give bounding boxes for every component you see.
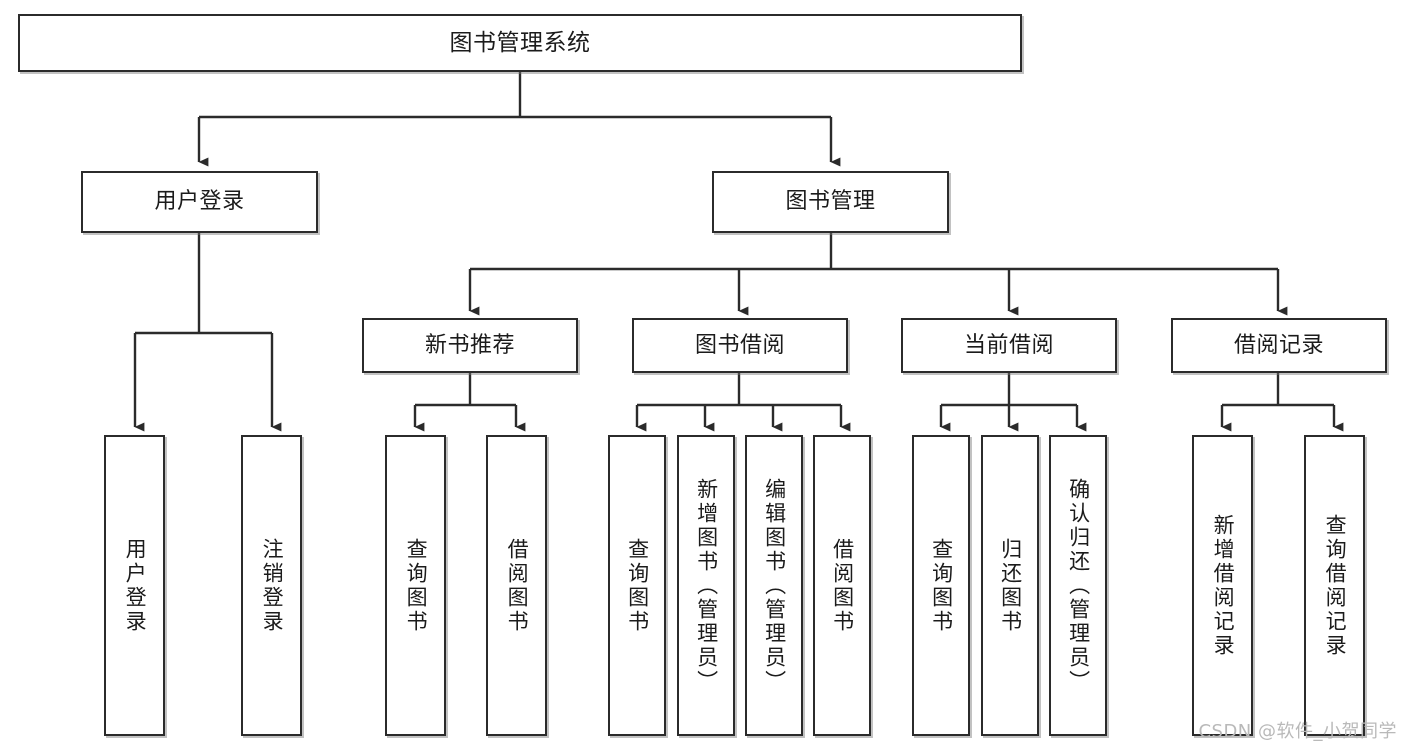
node-root-library-management-system[interactable]: 图书管理系统: [18, 14, 1022, 72]
node-label: 归还图书: [998, 537, 1023, 634]
node-label: 借阅记录: [1233, 332, 1324, 358]
node-borrowing-record[interactable]: 借阅记录: [1171, 318, 1387, 373]
node-label: 借阅图书: [830, 537, 855, 634]
node-leaf-query-book-new-rec[interactable]: 查询图书: [385, 435, 446, 736]
node-label: 查询借阅记录: [1323, 513, 1348, 658]
node-book-management[interactable]: 图书管理: [712, 171, 949, 233]
node-book-borrowing[interactable]: 图书借阅: [632, 318, 848, 373]
node-leaf-borrow-book-new-rec[interactable]: 借阅图书: [486, 435, 547, 736]
node-label: 确认归还（管理员）: [1066, 477, 1091, 694]
node-leaf-query-book-current[interactable]: 查询图书: [912, 435, 970, 736]
node-label: 图书借阅: [694, 332, 785, 358]
node-leaf-confirm-return-admin[interactable]: 确认归还（管理员）: [1049, 435, 1107, 736]
node-label: 当前借阅: [963, 332, 1054, 358]
node-label: 编辑图书（管理员）: [762, 477, 787, 694]
node-label: 新增图书（管理员）: [694, 477, 719, 694]
node-leaf-borrow-book-borrowing[interactable]: 借阅图书: [813, 435, 871, 736]
node-label: 新增借阅记录: [1211, 513, 1236, 658]
node-leaf-query-book-borrowing[interactable]: 查询图书: [608, 435, 666, 736]
node-current-borrowing[interactable]: 当前借阅: [901, 318, 1117, 373]
node-new-book-recommendation[interactable]: 新书推荐: [362, 318, 578, 373]
node-leaf-add-book-admin[interactable]: 新增图书（管理员）: [677, 435, 735, 736]
node-leaf-add-borrow-record[interactable]: 新增借阅记录: [1192, 435, 1253, 736]
node-label: 查询图书: [404, 537, 429, 634]
node-user-login[interactable]: 用户登录: [81, 171, 318, 233]
node-label: 新书推荐: [424, 332, 515, 358]
node-leaf-edit-book-admin[interactable]: 编辑图书（管理员）: [745, 435, 803, 736]
node-label: 借阅图书: [505, 537, 530, 634]
node-leaf-logout-login[interactable]: 注销登录: [241, 435, 302, 736]
node-label: 用户登录: [123, 537, 148, 634]
node-label: 注销登录: [260, 537, 285, 634]
node-label: 用户登录: [154, 189, 245, 215]
node-leaf-return-book[interactable]: 归还图书: [981, 435, 1039, 736]
node-label: 查询图书: [625, 537, 650, 634]
node-label: 图书管理: [785, 189, 876, 215]
node-leaf-user-login[interactable]: 用户登录: [104, 435, 165, 736]
node-label: 查询图书: [929, 537, 954, 634]
node-label: 图书管理系统: [449, 29, 591, 56]
node-leaf-query-borrow-record[interactable]: 查询借阅记录: [1304, 435, 1365, 736]
